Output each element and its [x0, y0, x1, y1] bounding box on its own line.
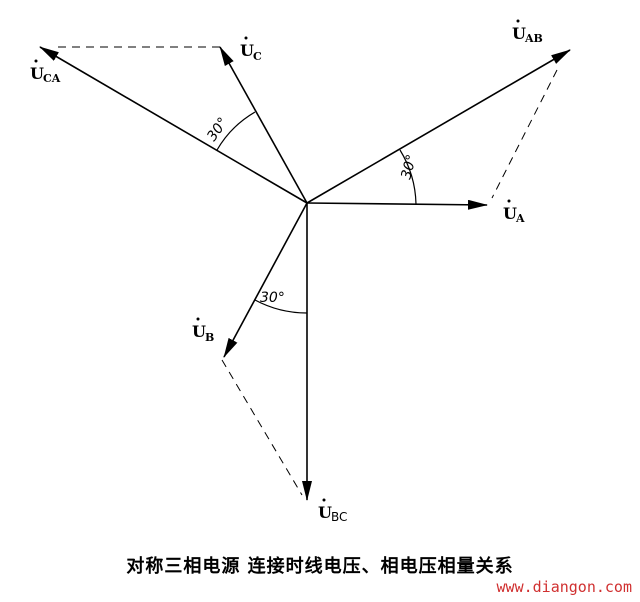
svg-text:U: U [30, 64, 44, 83]
label-uc: U C [240, 36, 262, 63]
angle-label-bottom: 30° [260, 290, 285, 306]
svg-text:U: U [503, 204, 517, 223]
angle-arc-ca-c [216, 111, 256, 151]
svg-text:BC: BC [331, 510, 347, 524]
uab-vector [306, 49, 571, 204]
watermark: www.diangon.com [496, 578, 632, 596]
label-uab: U AB [512, 19, 543, 45]
svg-text:U: U [240, 41, 254, 60]
svg-text:CA: CA [43, 72, 61, 85]
angle-arc-b-bc [254, 299, 308, 314]
label-uca: U CA [30, 59, 61, 85]
ub-vector [223, 202, 308, 358]
ua-vector [306, 199, 488, 210]
uca-vector [39, 46, 308, 204]
svg-text:C: C [253, 50, 262, 63]
diagram-caption: 对称三相电源 连接时线电压、相电压相量关系 [126, 556, 514, 577]
uc-vector [219, 46, 308, 204]
label-ua: U A [503, 199, 525, 225]
svg-text:AB: AB [524, 32, 543, 45]
dash-b-bc [221, 359, 303, 496]
svg-text:B: B [205, 331, 214, 344]
label-ub: U B [192, 317, 214, 344]
angle-arc-ab-a [399, 149, 417, 205]
svg-text:U: U [192, 322, 206, 341]
svg-text:A: A [515, 212, 525, 225]
label-ubc: U BC [318, 498, 347, 524]
dash-ab-a [491, 69, 558, 199]
angle-label-top-left: 30° [204, 115, 231, 145]
angle-label-right: 30° [398, 153, 420, 181]
svg-text:U: U [512, 24, 526, 43]
svg-text:U: U [318, 503, 332, 522]
